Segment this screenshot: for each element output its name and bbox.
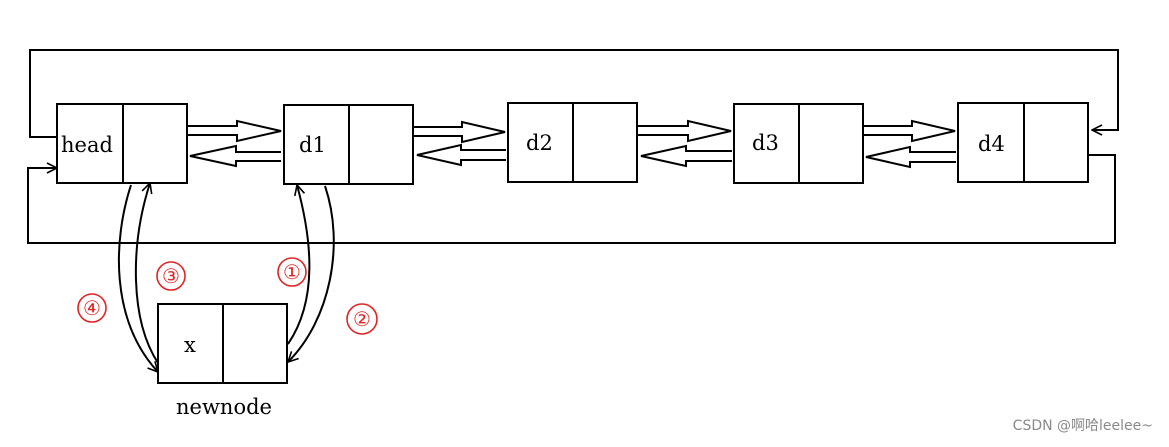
node-d2-label: d2 <box>526 131 553 155</box>
step-4-label: ④ <box>83 296 101 320</box>
node-d4 <box>957 102 1089 183</box>
newnode-data-label: x <box>184 333 196 357</box>
node-d1-label: d1 <box>299 133 326 157</box>
hollow-arrows <box>188 119 956 169</box>
link-step-1 <box>287 185 311 345</box>
step-4-circle <box>77 293 107 323</box>
node-d4-label: d4 <box>978 132 1005 156</box>
watermark: CSDN @啊哈leelee~ <box>1013 418 1153 434</box>
link-step-3 <box>134 183 159 364</box>
arrow-d3-to-d2 <box>640 144 732 168</box>
arrow-head-to-d1 <box>188 119 282 143</box>
step-1-circle <box>277 257 307 287</box>
step-2-circle <box>346 303 378 335</box>
node-d2 <box>507 102 638 183</box>
step-3-circle <box>156 261 186 291</box>
node-head-label: head <box>61 133 113 157</box>
node-d3 <box>733 103 864 184</box>
step-1-label: ① <box>283 260 301 284</box>
arrow-d4-to-d3 <box>865 145 956 169</box>
arrow-d2-to-d3 <box>638 119 732 143</box>
arrow-d1-to-d2 <box>414 120 506 144</box>
newnode-caption: newnode <box>176 395 272 419</box>
node-newnode <box>157 303 288 384</box>
circular-link-top <box>29 49 1119 138</box>
arrow-d2-to-d1 <box>416 143 506 167</box>
link-step-4 <box>117 184 158 372</box>
arrow-d1-to-head <box>189 144 281 168</box>
insertion-links <box>117 183 335 372</box>
step-markers: ① ② ③ ④ <box>77 257 378 335</box>
step-3-label: ③ <box>162 264 180 288</box>
circular-link-bottom <box>27 154 1116 244</box>
link-step-2 <box>288 185 335 362</box>
node-head <box>56 103 188 184</box>
step-2-label: ② <box>353 307 371 331</box>
node-d3-label: d3 <box>752 131 779 155</box>
arrow-d3-to-d4 <box>864 119 956 143</box>
node-d1 <box>283 104 414 185</box>
